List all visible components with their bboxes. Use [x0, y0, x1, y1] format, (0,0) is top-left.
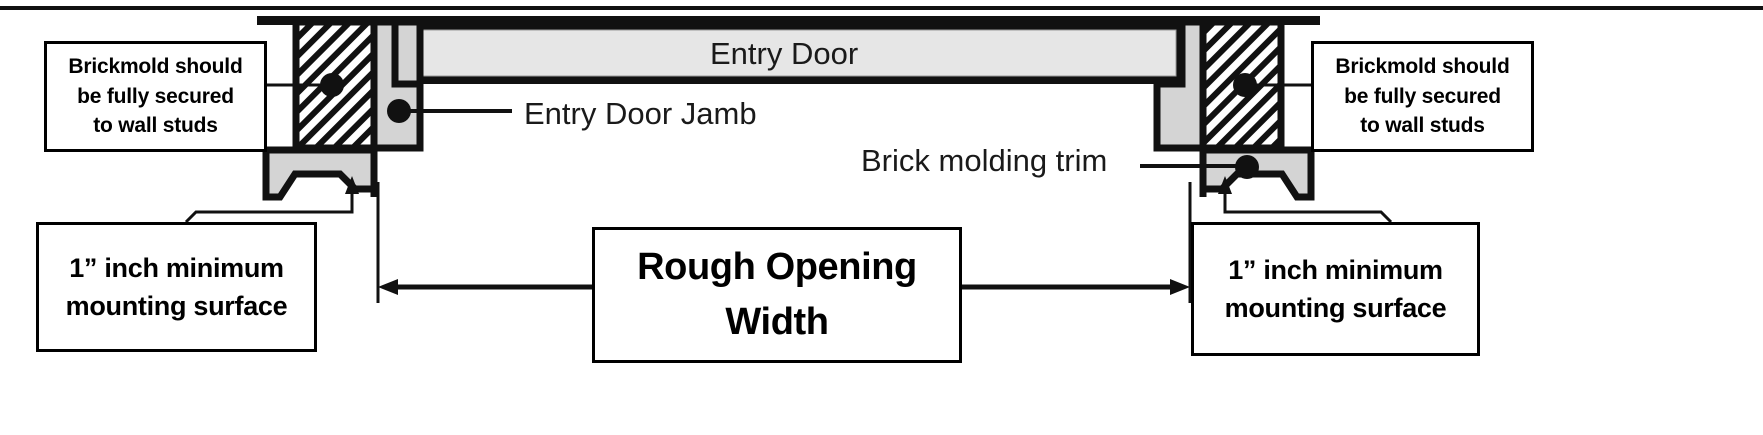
label-entry-door-jamb: Entry Door Jamb: [524, 96, 757, 131]
left-min-surface-leader: [184, 176, 359, 224]
callout-min-surface-left: 1” inch minimum mounting surface: [36, 222, 317, 352]
top-border-rule: [0, 6, 1763, 10]
callout-brickmold-left: Brickmold should be fully secured to wal…: [44, 41, 267, 152]
rough-opening-dimension: [376, 182, 1192, 303]
callout-brickmold-right-line-3: to wall studs: [1360, 114, 1485, 138]
callout-rough-opening-line-1: Rough Opening: [637, 245, 917, 288]
callout-brickmold-left-line-3: to wall studs: [93, 114, 218, 138]
right-brickmold-trim: [1199, 146, 1315, 201]
callout-min-surface-left-line-1: 1” inch minimum: [69, 252, 284, 283]
callout-rough-opening-width: Rough Opening Width: [592, 227, 962, 363]
right-min-surface-leader: [1218, 176, 1393, 224]
callout-brickmold-right-line-1: Brickmold should: [1335, 54, 1510, 78]
dimension-arrow-right: [1170, 279, 1190, 295]
callout-brickmold-left-line-1: Brickmold should: [68, 54, 243, 78]
left-door-jamb: [370, 18, 424, 152]
callout-min-surface-right: 1” inch minimum mounting surface: [1191, 222, 1480, 356]
callout-min-surface-left-line-2: mounting surface: [65, 291, 288, 321]
callout-min-surface-right-line-2: mounting surface: [1224, 293, 1447, 323]
callout-brickmold-left-line-2: be fully secured: [77, 84, 234, 108]
callout-brickmold-right-line-2: be fully secured: [1344, 84, 1501, 108]
left-brickmold-trim: [262, 146, 378, 201]
label-entry-door: Entry Door: [710, 36, 859, 71]
dimension-arrow-left: [378, 279, 398, 295]
label-brick-molding-trim: Brick molding trim: [861, 143, 1108, 178]
callout-brickmold-right: Brickmold should be fully secured to wal…: [1311, 41, 1534, 152]
callout-rough-opening-line-2: Width: [725, 301, 829, 343]
entry-door-slab: [257, 16, 1320, 84]
callout-min-surface-right-line-1: 1” inch minimum: [1228, 254, 1443, 285]
